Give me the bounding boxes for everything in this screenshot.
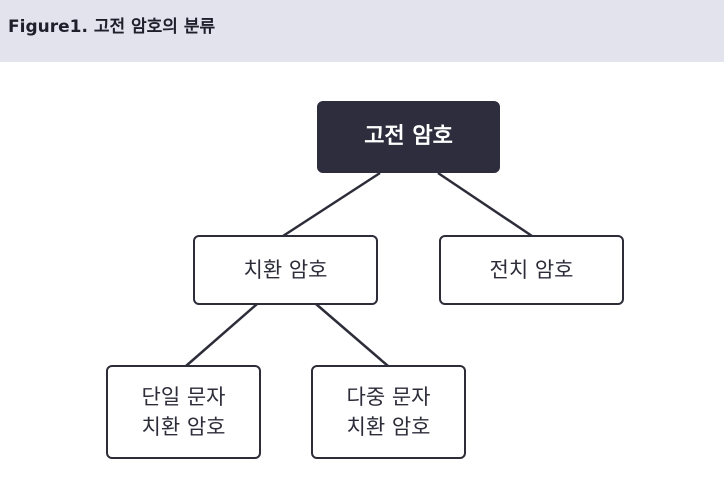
node-classical-cipher: 고전 암호 — [317, 101, 500, 173]
connector-substitution-poly — [315, 303, 389, 367]
node-polyalphabetic-cipher: 다중 문자 치환 암호 — [311, 365, 466, 459]
node-substitution-cipher: 치환 암호 — [193, 235, 378, 305]
node-polyalphabetic-line1: 다중 문자 — [346, 384, 431, 409]
node-transposition-cipher-label: 전치 암호 — [489, 257, 574, 282]
connector-root-substitution — [282, 171, 381, 238]
figure-header: Figure1. 고전 암호의 분류 — [0, 0, 724, 62]
figure-title: Figure1. 고전 암호의 분류 — [8, 17, 216, 37]
node-monoalphabetic-cipher: 단일 문자 치환 암호 — [106, 365, 261, 459]
node-polyalphabetic-line2: 치환 암호 — [346, 415, 431, 439]
node-monoalphabetic-line1: 단일 문자 — [141, 384, 226, 409]
connector-root-transposition — [437, 171, 533, 238]
node-classical-cipher-label: 고전 암호 — [364, 124, 453, 150]
node-monoalphabetic-line2: 치환 암호 — [141, 415, 226, 439]
connector-substitution-mono — [185, 303, 258, 367]
node-substitution-cipher-label: 치환 암호 — [243, 257, 328, 282]
node-transposition-cipher: 전치 암호 — [439, 235, 624, 305]
